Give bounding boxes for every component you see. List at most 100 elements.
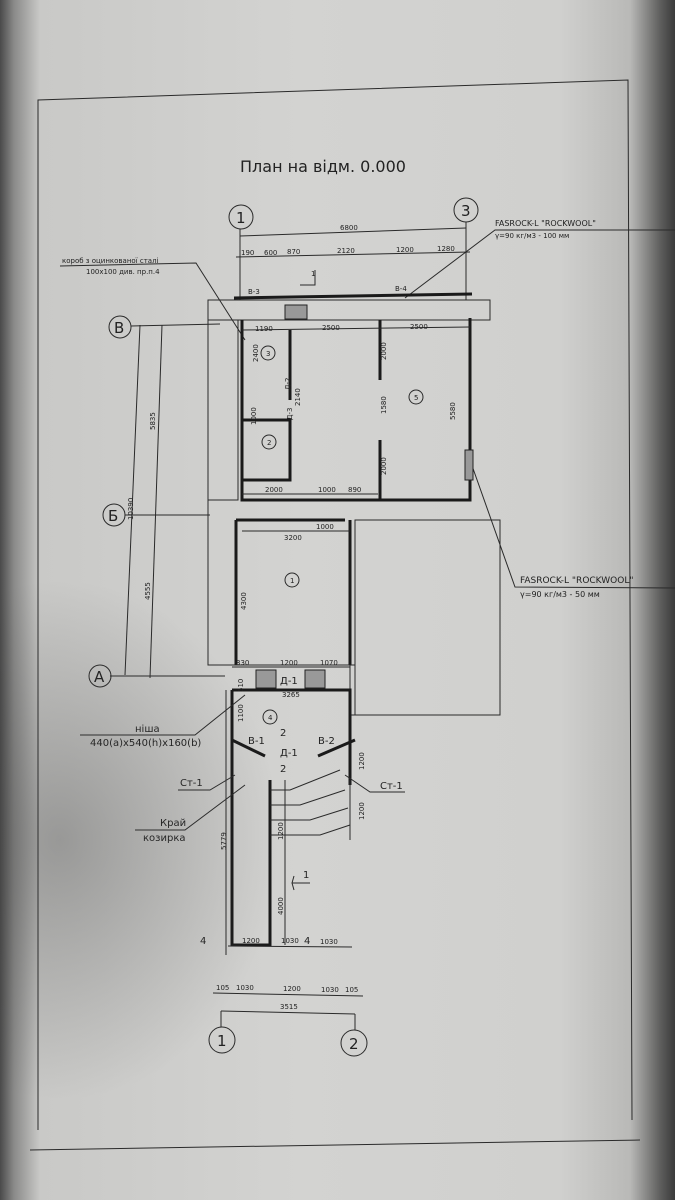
svg-text:5580: 5580	[449, 402, 457, 420]
plan-title: План на відм. 0.000	[240, 157, 406, 176]
door-label-d3: Д-3	[286, 408, 294, 420]
svg-text:2000: 2000	[380, 457, 388, 475]
niche-callout: ніша 440(a)x540(h)x160(b)	[80, 694, 246, 749]
room-marker-5: 5	[408, 389, 424, 405]
svg-text:4: 4	[268, 714, 273, 722]
svg-text:1280: 1280	[437, 245, 455, 253]
svg-text:1190: 1190	[255, 325, 273, 333]
axis-marker-v: В	[108, 315, 132, 339]
canopy-columns	[231, 738, 356, 758]
svg-text:2: 2	[267, 439, 271, 447]
svg-text:1030: 1030	[321, 986, 339, 994]
svg-text:510: 510	[237, 679, 245, 692]
door-label-d1: Д-1	[280, 676, 298, 687]
left-dimensions: 10390 5835 4555	[110, 323, 225, 679]
section-mark-bottom: 1	[291, 870, 310, 891]
svg-text:2120: 2120	[337, 247, 355, 255]
bottom-dimensions: 1200 1030 1030 105 1030 1200 1030 105 35…	[212, 937, 364, 1030]
svg-text:2400: 2400	[252, 344, 260, 362]
svg-text:Край: Край	[160, 818, 186, 829]
svg-text:870: 870	[287, 248, 300, 256]
svg-text:10390: 10390	[127, 498, 135, 520]
window-label-b3: В-3	[248, 288, 260, 296]
column-callout-left: Ст-1	[178, 774, 236, 791]
svg-text:ніша: ніша	[135, 723, 160, 735]
svg-text:5: 5	[414, 394, 418, 402]
svg-text:Ст-1: Ст-1	[180, 778, 203, 789]
svg-text:3200: 3200	[284, 534, 302, 542]
svg-text:1030: 1030	[320, 938, 338, 946]
svg-text:1000: 1000	[250, 407, 258, 425]
svg-text:3265: 3265	[282, 691, 300, 699]
svg-text:1030: 1030	[236, 984, 254, 992]
svg-text:1100: 1100	[237, 704, 245, 722]
section-mark-2: 2	[280, 728, 286, 739]
svg-text:5779: 5779	[220, 832, 228, 850]
inner-dimensions: 1190 2500 2500 2400 2140 1000 2000 1580 …	[220, 323, 471, 915]
svg-text:2500: 2500	[410, 323, 428, 331]
window-label-b2: В-2	[318, 736, 335, 747]
svg-text:2: 2	[349, 1035, 359, 1053]
building-walls	[207, 292, 501, 955]
svg-text:козирка: козирка	[143, 833, 186, 844]
svg-text:1: 1	[236, 209, 246, 227]
insulation-callout-side: FASROCK-L "ROCKWOOL" γ=90 кг/м3 - 50 мм	[469, 459, 675, 599]
section-mark-2b: 2	[280, 764, 286, 775]
svg-text:190: 190	[241, 249, 254, 257]
svg-text:FASROCK-L "ROCKWOOL": FASROCK-L "ROCKWOOL"	[495, 219, 596, 228]
svg-text:короб з оцинкованої сталі: короб з оцинкованої сталі	[62, 257, 159, 265]
sheet-frame	[37, 79, 633, 1130]
window-label-b4: В-4	[395, 285, 407, 293]
canopy-callout: Край козирка	[135, 784, 246, 844]
svg-text:В: В	[114, 319, 124, 337]
room-marker-2: 2	[261, 434, 277, 450]
svg-text:4300: 4300	[240, 592, 248, 610]
svg-text:2000: 2000	[265, 486, 283, 494]
duct-callout: короб з оцинкованої сталі 100x100 див. п…	[59, 257, 246, 341]
svg-text:1030: 1030	[281, 937, 299, 945]
svg-text:1200: 1200	[396, 246, 414, 254]
svg-text:Б: Б	[108, 507, 118, 525]
svg-text:100x100 див. пр.п.4: 100x100 див. пр.п.4	[86, 268, 160, 276]
axis-marker-1-top: 1	[228, 204, 254, 230]
axis-marker-3-top: 3	[453, 197, 479, 223]
svg-text:3: 3	[461, 202, 471, 220]
svg-text:105: 105	[345, 986, 358, 994]
svg-text:2140: 2140	[294, 388, 302, 406]
room-marker-3: 3	[260, 345, 276, 361]
svg-text:1: 1	[290, 577, 294, 585]
svg-text:Ст-1: Ст-1	[380, 781, 403, 792]
axis-marker-b: Б	[102, 503, 126, 527]
svg-text:1: 1	[311, 270, 315, 278]
svg-text:γ=90 кг/м3 - 100 мм: γ=90 кг/м3 - 100 мм	[495, 232, 569, 240]
svg-text:1200: 1200	[358, 752, 366, 770]
svg-text:А: А	[94, 668, 105, 686]
svg-text:105: 105	[216, 984, 229, 992]
svg-text:1: 1	[303, 870, 309, 881]
svg-text:1070: 1070	[320, 659, 338, 667]
svg-text:1580: 1580	[380, 396, 388, 414]
door-label-d1-inner: Д-1	[280, 748, 298, 759]
svg-text:600: 600	[264, 249, 277, 257]
svg-text:1200: 1200	[280, 659, 298, 667]
svg-text:440(a)x540(h)x160(b): 440(a)x540(h)x160(b)	[90, 738, 201, 749]
svg-text:1200: 1200	[242, 937, 260, 945]
door-label-d2: Д-2	[284, 378, 292, 390]
room-marker-4: 4	[262, 709, 278, 725]
axis-marker-1-bottom: 1	[208, 1026, 236, 1054]
svg-text:1200: 1200	[277, 822, 285, 840]
axis-marker-a: А	[88, 664, 112, 688]
level-mark-left: 4	[200, 936, 206, 947]
sheet-frame-bottom	[29, 1139, 641, 1151]
axis-marker-2-bottom: 2	[340, 1029, 368, 1057]
section-mark-top: 1	[300, 270, 316, 286]
svg-text:1000: 1000	[318, 486, 336, 494]
insulation-callout-top: FASROCK-L "ROCKWOOL" γ=90 кг/м3 - 100 мм	[404, 219, 675, 299]
svg-text:2000: 2000	[380, 342, 388, 360]
svg-text:3: 3	[266, 350, 270, 358]
column-callout-right: Ст-1	[344, 774, 405, 793]
top-dimensions: 6800 190 600 870 2120 1200 1280	[235, 222, 471, 300]
svg-text:5835: 5835	[149, 412, 157, 430]
